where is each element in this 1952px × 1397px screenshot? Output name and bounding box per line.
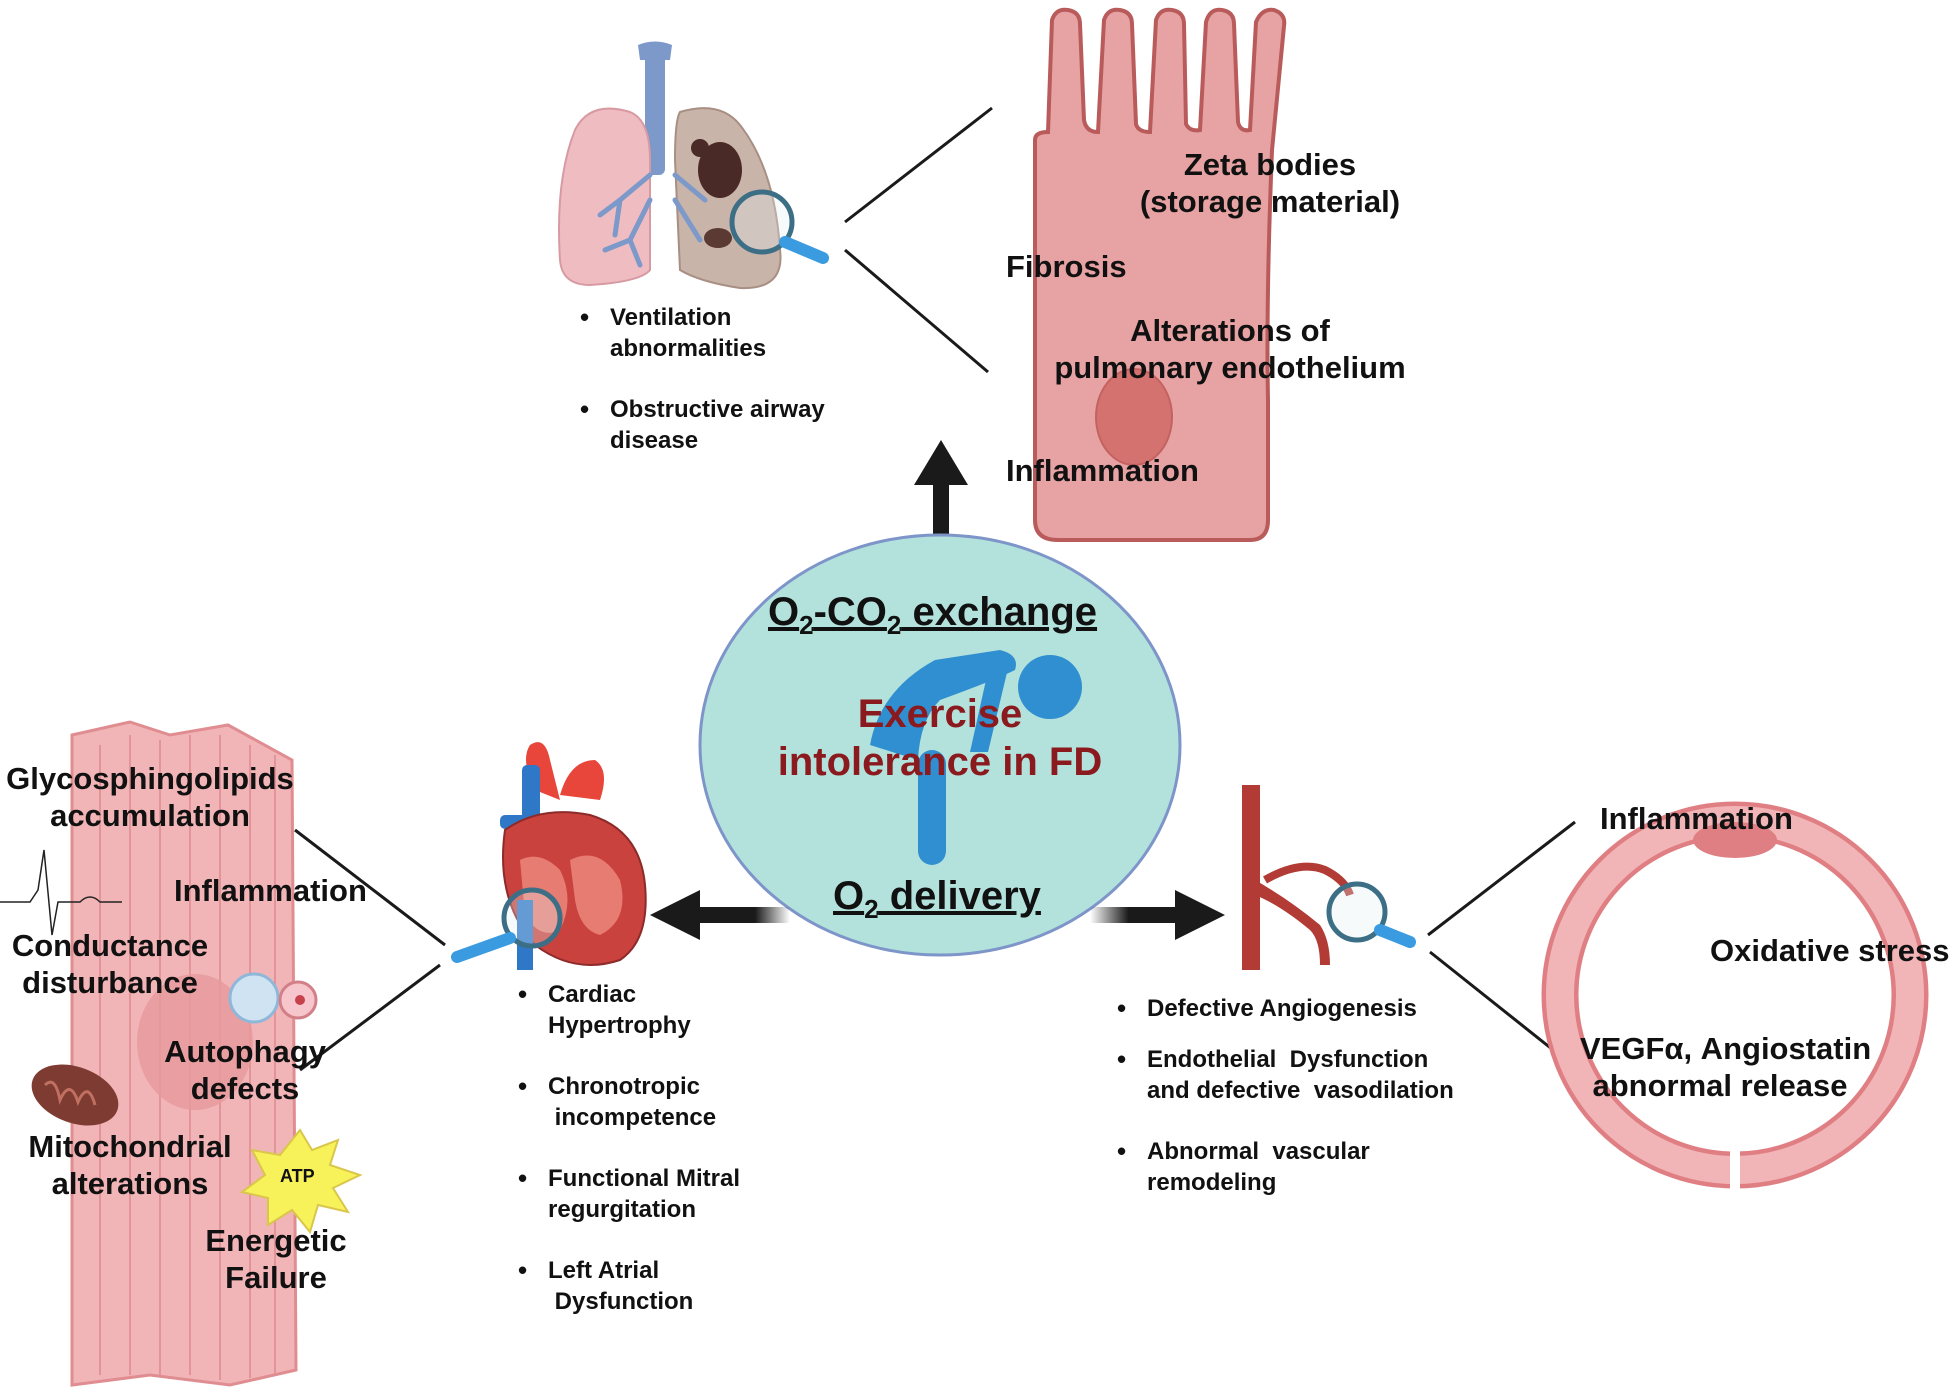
zoom-line-bottom xyxy=(844,248,989,374)
zoom-line-top xyxy=(844,106,993,224)
mitochondrial-label: Mitochondrial alterations xyxy=(28,1129,232,1201)
atp-starburst-icon xyxy=(239,1128,363,1235)
zoom-line-muscle-bottom xyxy=(299,963,441,1072)
magnifier-vessel-icon xyxy=(1326,881,1416,948)
magnifier-lung-icon xyxy=(729,189,829,264)
ring-inflammation-label: Inflammation xyxy=(1600,801,1793,836)
arrow-left-icon xyxy=(650,890,790,940)
exhausted-person-icon xyxy=(870,650,1082,865)
zoom-line-vessel-top xyxy=(1427,820,1576,937)
zoom-line-muscle-top xyxy=(294,828,446,947)
ecg-icon xyxy=(0,849,122,936)
cell-inflammation-label: Inflammation xyxy=(1006,453,1199,488)
center-circle xyxy=(698,533,1182,957)
center-title: Exercise intolerance in FD xyxy=(777,692,1103,784)
list-item: Chronotropic incompetence xyxy=(518,1071,740,1133)
arrow-right-icon xyxy=(1090,890,1225,940)
atp-label: ATP xyxy=(280,1166,315,1186)
vegf-label: VEGFα, Angiostatin abnormal release xyxy=(1580,1031,1872,1103)
oxidative-stress-label: Oxidative stress xyxy=(1710,933,1950,968)
heart-icon xyxy=(500,742,647,970)
mitochondrion-icon xyxy=(31,1064,119,1126)
endothelial-cell-icon xyxy=(1033,7,1287,542)
zoom-line-vessel-bottom xyxy=(1429,950,1573,1067)
muscle-fiber-icon xyxy=(70,720,298,1387)
blood-vessel-icon xyxy=(1242,785,1354,970)
lungs-icon xyxy=(558,41,782,290)
vessel-ring-icon xyxy=(1541,801,1929,1190)
autophagosome-icon xyxy=(228,972,318,1024)
conductance-label: Conductance disturbance xyxy=(11,928,209,1000)
o2-co2-exchange-label: O2-CO2 exchange xyxy=(768,590,1098,640)
list-item: Defective Angiogenesis xyxy=(1117,993,1454,1024)
zeta-bodies-label: Zeta bodies (storage material) xyxy=(1139,147,1401,219)
list-item: Left Atrial Dysfunction xyxy=(518,1255,740,1317)
vessel-findings-list: Defective Angiogenesis Endothelial Dysfu… xyxy=(1117,993,1454,1228)
glycosphingolipids-label: Glycosphingolipids accumulation xyxy=(6,761,294,833)
autophagy-label: Autophagy defects xyxy=(164,1034,326,1106)
alterations-label: Alterations of pulmonary endothelium xyxy=(1054,313,1406,385)
fibrosis-label: Fibrosis xyxy=(1006,249,1127,284)
o2-delivery-label: O2 delivery xyxy=(833,874,1041,924)
energetic-failure-label: Energetic Failure xyxy=(205,1223,347,1295)
magnifier-heart-icon xyxy=(451,887,563,963)
muscle-inflammation-label: Inflammation xyxy=(174,873,367,908)
